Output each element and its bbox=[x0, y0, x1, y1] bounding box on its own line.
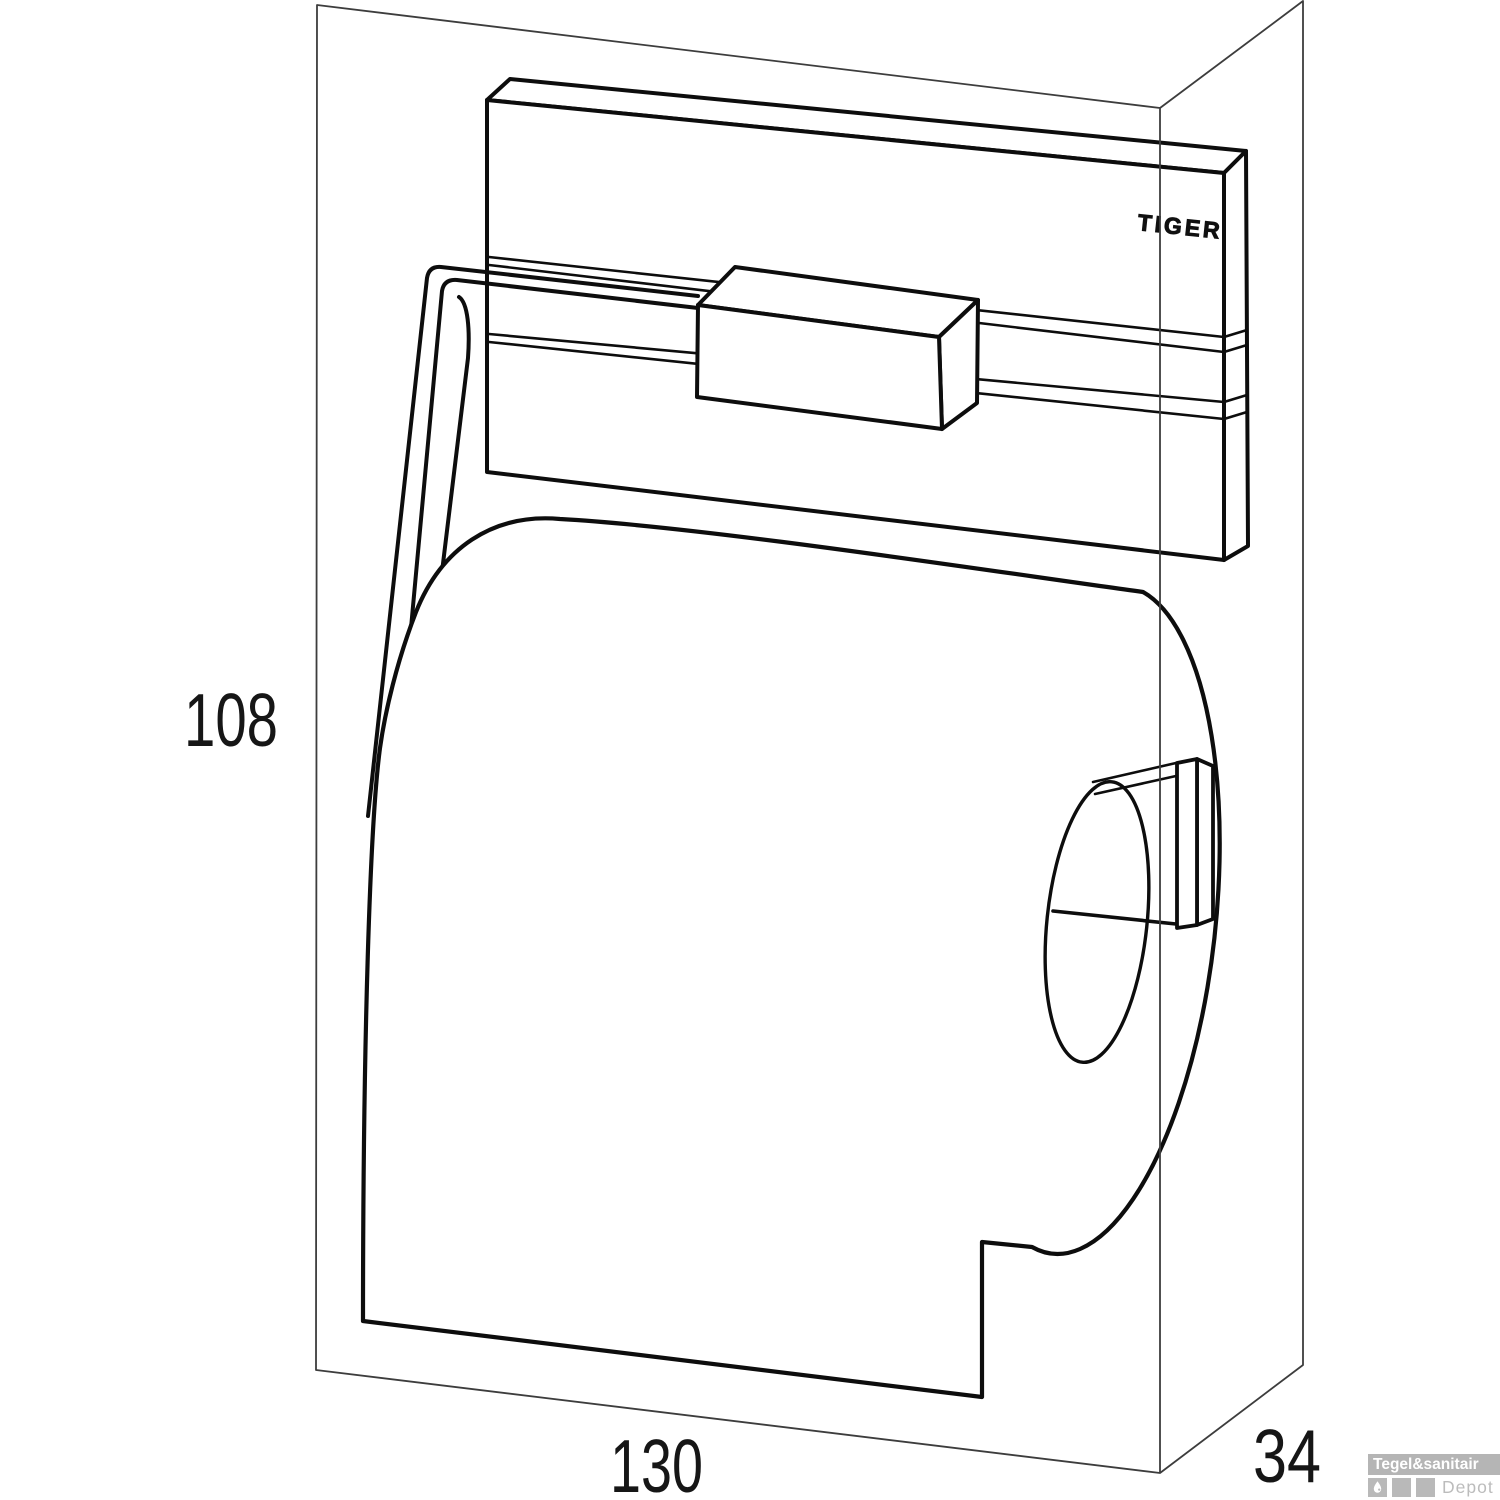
hook-spindle bbox=[1051, 757, 1215, 930]
watermark-sub-brand: Depot bbox=[1442, 1477, 1494, 1497]
hook-bar-top-edges bbox=[1091, 761, 1178, 796]
lower-groove-side-notch bbox=[1222, 393, 1249, 421]
hook-bar-bottom-edge bbox=[1051, 909, 1178, 926]
arm-outer-edge bbox=[366, 264, 700, 818]
bounding-box bbox=[315, 0, 1304, 1474]
spindle-side-face bbox=[1195, 757, 1215, 927]
roll-and-sheet-outline bbox=[360, 516, 1222, 1400]
arm-inner-edge bbox=[393, 277, 700, 804]
watermark-brand: Tegel&sanitair bbox=[1368, 1454, 1500, 1475]
spindle-front-face bbox=[1175, 757, 1199, 930]
watermark: Tegel&sanitair Depot bbox=[1366, 1452, 1500, 1498]
watermark-square bbox=[1416, 1478, 1435, 1497]
bounding-box-side-face bbox=[1159, 0, 1304, 1474]
roll-core-opening bbox=[1043, 779, 1151, 1065]
toilet-roll bbox=[360, 516, 1222, 1400]
plate-side-face bbox=[1222, 149, 1250, 562]
depth-dimension-label: 34 bbox=[1253, 1414, 1321, 1498]
holder-arm bbox=[366, 264, 700, 818]
slider-block bbox=[695, 265, 980, 431]
water-drop-icon bbox=[1368, 1478, 1387, 1497]
watermark-square bbox=[1392, 1478, 1411, 1497]
height-dimension-label: 108 bbox=[184, 678, 278, 762]
width-dimension-label: 130 bbox=[610, 1424, 703, 1500]
watermark-icon-row: Depot bbox=[1368, 1478, 1494, 1497]
arm-side-edge bbox=[439, 295, 471, 582]
block-front-face bbox=[695, 303, 944, 431]
upper-groove-side-notch bbox=[1222, 328, 1249, 354]
